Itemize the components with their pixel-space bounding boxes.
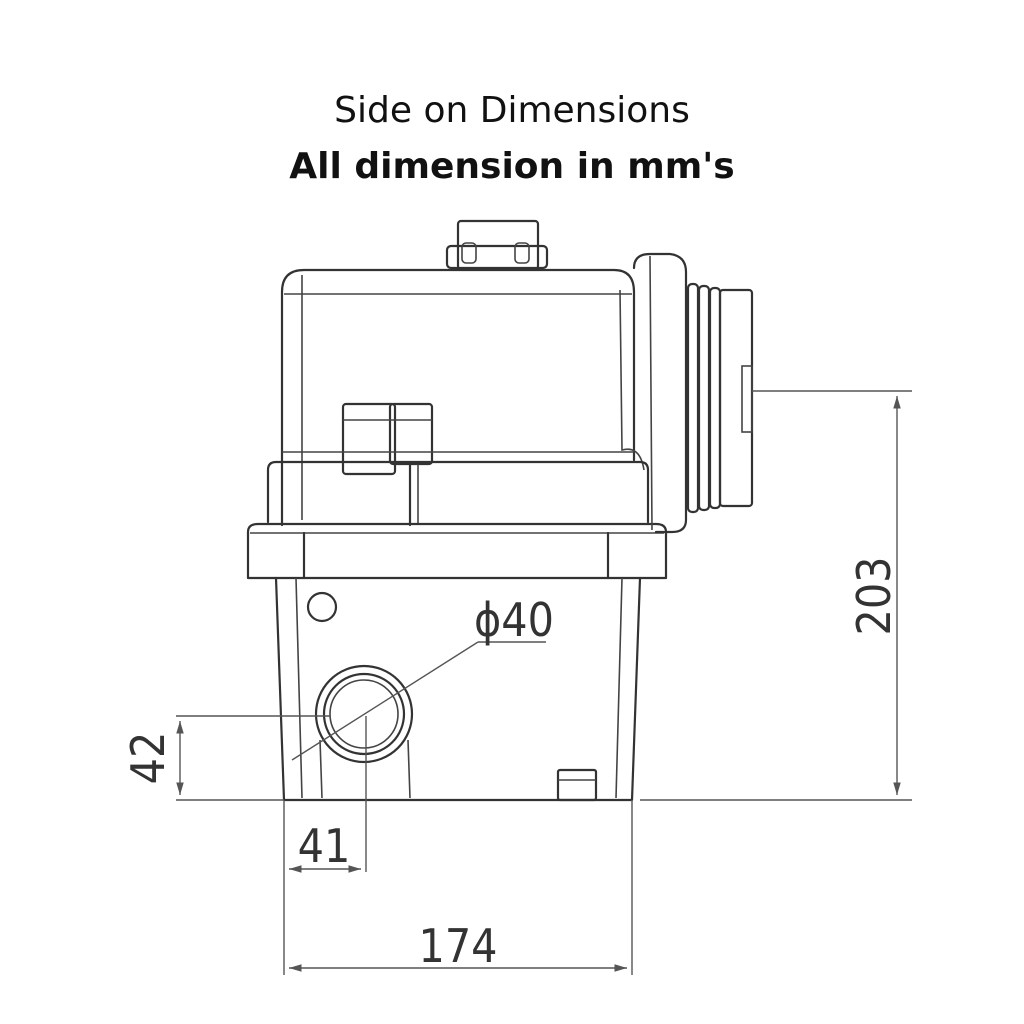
latch-clip xyxy=(341,402,434,527)
side-outlet xyxy=(632,252,754,534)
dim-label-width: 174 xyxy=(419,919,498,973)
top-handle xyxy=(445,219,549,271)
base xyxy=(274,576,642,802)
dim-label-height: 203 xyxy=(847,557,901,636)
diagram-title: Side on Dimensions xyxy=(334,90,690,131)
flange xyxy=(246,522,668,580)
dim-label-pipe-height: 42 xyxy=(121,732,175,785)
diagram-subtitle: All dimension in mm's xyxy=(289,146,735,187)
dim-label-pipe-diameter: ϕ40 xyxy=(474,593,554,647)
middle-band xyxy=(266,451,650,524)
dim-label-pipe-offset: 41 xyxy=(298,819,351,873)
dimension-lines xyxy=(176,390,912,975)
upper-housing xyxy=(280,268,645,527)
inlet-pipe xyxy=(314,664,414,764)
